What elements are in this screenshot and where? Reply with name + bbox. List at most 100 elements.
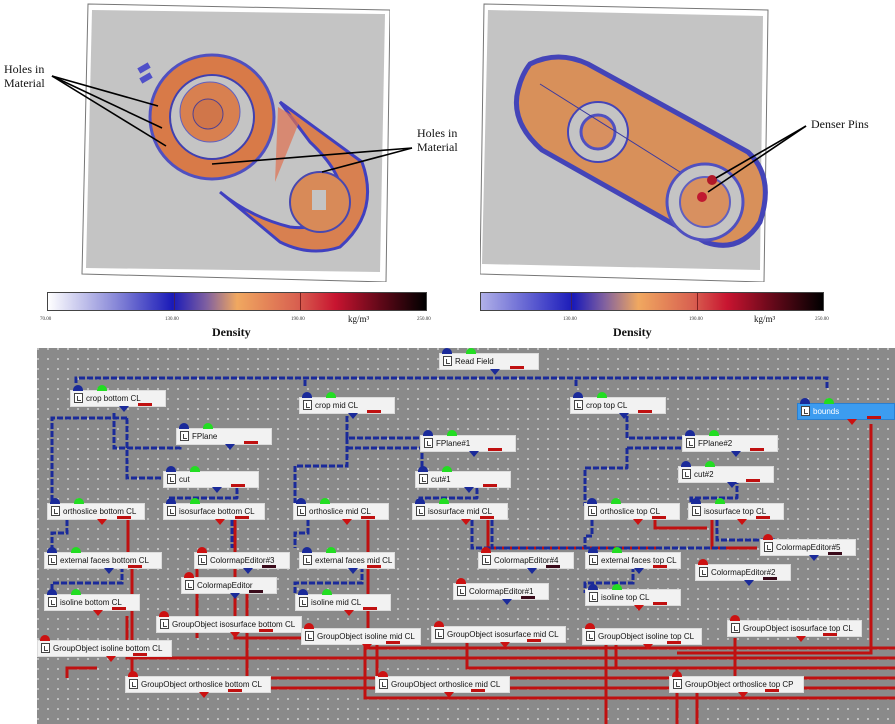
module-ortho-mid[interactable]: orthoslice mid CL xyxy=(293,498,389,525)
module-cut1[interactable]: cut#1 xyxy=(415,466,511,493)
module-ortho-top[interactable]: orthoslice top CL xyxy=(584,498,680,525)
input-port[interactable] xyxy=(197,547,207,553)
output-port[interactable] xyxy=(344,610,354,616)
output-port[interactable] xyxy=(847,419,857,425)
output-port[interactable] xyxy=(444,692,454,698)
module-cme2[interactable]: ColormapEditor#2 xyxy=(695,559,791,586)
module-ortho-bottom[interactable]: orthoslice bottom CL xyxy=(47,498,145,525)
output-port[interactable] xyxy=(744,580,754,586)
module-isoline-bottom[interactable]: isoline bottom CL xyxy=(44,589,140,616)
module-cut[interactable]: cut xyxy=(163,466,259,493)
param-port[interactable] xyxy=(322,589,332,595)
output-port[interactable] xyxy=(643,644,653,650)
input-port[interactable] xyxy=(481,547,491,553)
module-go-iso-bottom[interactable]: GroupObject isosurface bottom CL xyxy=(156,611,302,638)
output-port[interactable] xyxy=(461,519,471,525)
output-port[interactable] xyxy=(215,519,225,525)
param-port[interactable] xyxy=(612,584,622,590)
output-port[interactable] xyxy=(230,632,240,638)
param-port[interactable] xyxy=(466,348,476,354)
param-port[interactable] xyxy=(824,398,834,404)
output-port[interactable] xyxy=(727,482,737,488)
param-port[interactable] xyxy=(71,547,81,553)
output-port[interactable] xyxy=(212,487,222,493)
input-port[interactable] xyxy=(296,498,306,504)
module-cut2[interactable]: cut#2 xyxy=(678,461,774,488)
module-go-ortho-top[interactable]: GroupObject orthoslice top CP xyxy=(669,671,804,698)
param-port[interactable] xyxy=(326,547,336,553)
output-port[interactable] xyxy=(97,519,107,525)
module-crop-bottom[interactable]: crop bottom CL xyxy=(70,385,166,412)
input-port[interactable] xyxy=(456,578,466,584)
param-port[interactable] xyxy=(97,385,107,391)
module-crop-mid[interactable]: crop mid CL xyxy=(299,392,395,419)
input-port[interactable] xyxy=(418,466,428,472)
input-port[interactable] xyxy=(47,547,57,553)
output-port[interactable] xyxy=(348,413,358,419)
param-port[interactable] xyxy=(715,498,725,504)
output-port[interactable] xyxy=(634,605,644,611)
output-port[interactable] xyxy=(633,519,643,525)
input-port[interactable] xyxy=(434,621,444,627)
input-port[interactable] xyxy=(698,559,708,565)
param-port[interactable] xyxy=(326,392,336,398)
output-port[interactable] xyxy=(106,656,116,662)
module-bounds[interactable]: bounds xyxy=(797,398,895,425)
module-go-isoline-bottom[interactable]: GroupObject isoline bottom CL xyxy=(37,635,172,662)
output-port[interactable] xyxy=(527,568,537,574)
module-ext-bottom[interactable]: external faces bottom CL xyxy=(44,547,162,574)
input-port[interactable] xyxy=(50,498,60,504)
input-port[interactable] xyxy=(763,534,773,540)
param-port[interactable] xyxy=(447,430,457,436)
param-port[interactable] xyxy=(705,461,715,467)
input-port[interactable] xyxy=(800,398,810,404)
module-cme[interactable]: ColormapEditor xyxy=(181,572,277,599)
module-fplane1[interactable]: FPlane#1 xyxy=(420,430,516,457)
output-port[interactable] xyxy=(362,644,372,650)
input-port[interactable] xyxy=(672,671,682,677)
input-port[interactable] xyxy=(298,589,308,595)
module-go-ortho-bottom[interactable]: GroupObject orthoslice bottom CL xyxy=(125,671,271,698)
module-crop-top[interactable]: crop top CL xyxy=(570,392,666,419)
module-iso-bottom[interactable]: isosurface bottom CL xyxy=(163,498,265,525)
input-port[interactable] xyxy=(40,635,50,641)
param-port[interactable] xyxy=(611,498,621,504)
param-port[interactable] xyxy=(190,498,200,504)
input-port[interactable] xyxy=(442,348,452,354)
input-port[interactable] xyxy=(47,589,57,595)
module-go-ortho-mid[interactable]: GroupObject orthoslice mid CL xyxy=(375,671,510,698)
input-port[interactable] xyxy=(378,671,388,677)
output-port[interactable] xyxy=(93,610,103,616)
output-port[interactable] xyxy=(119,406,129,412)
input-port[interactable] xyxy=(730,615,740,621)
input-port[interactable] xyxy=(166,498,176,504)
output-port[interactable] xyxy=(342,519,352,525)
output-port[interactable] xyxy=(737,519,747,525)
module-cme3[interactable]: ColormapEditor#3 xyxy=(194,547,290,574)
module-go-iso-mid[interactable]: GroupObject isosurface mid CL xyxy=(431,621,566,648)
input-port[interactable] xyxy=(691,498,701,504)
input-port[interactable] xyxy=(588,547,598,553)
input-port[interactable] xyxy=(415,498,425,504)
output-port[interactable] xyxy=(796,636,806,642)
input-port[interactable] xyxy=(681,461,691,467)
param-port[interactable] xyxy=(190,466,200,472)
module-fplane2[interactable]: FPlane#2 xyxy=(682,430,778,457)
input-port[interactable] xyxy=(166,466,176,472)
module-go-isoline-top[interactable]: GroupObject isoline top CL xyxy=(582,623,702,650)
output-port[interactable] xyxy=(104,568,114,574)
output-port[interactable] xyxy=(469,451,479,457)
input-port[interactable] xyxy=(159,611,169,617)
module-isoline-top[interactable]: isoline top CL xyxy=(585,584,681,611)
output-port[interactable] xyxy=(502,599,512,605)
param-port[interactable] xyxy=(442,466,452,472)
param-port[interactable] xyxy=(320,498,330,504)
input-port[interactable] xyxy=(128,671,138,677)
param-port[interactable] xyxy=(203,423,213,429)
module-iso-mid[interactable]: isosurface mid CL xyxy=(412,498,508,525)
module-isoline-mid[interactable]: isoline mid CL xyxy=(295,589,391,616)
input-port[interactable] xyxy=(302,392,312,398)
output-port[interactable] xyxy=(809,555,819,561)
module-fplane[interactable]: FPlane xyxy=(176,423,272,450)
